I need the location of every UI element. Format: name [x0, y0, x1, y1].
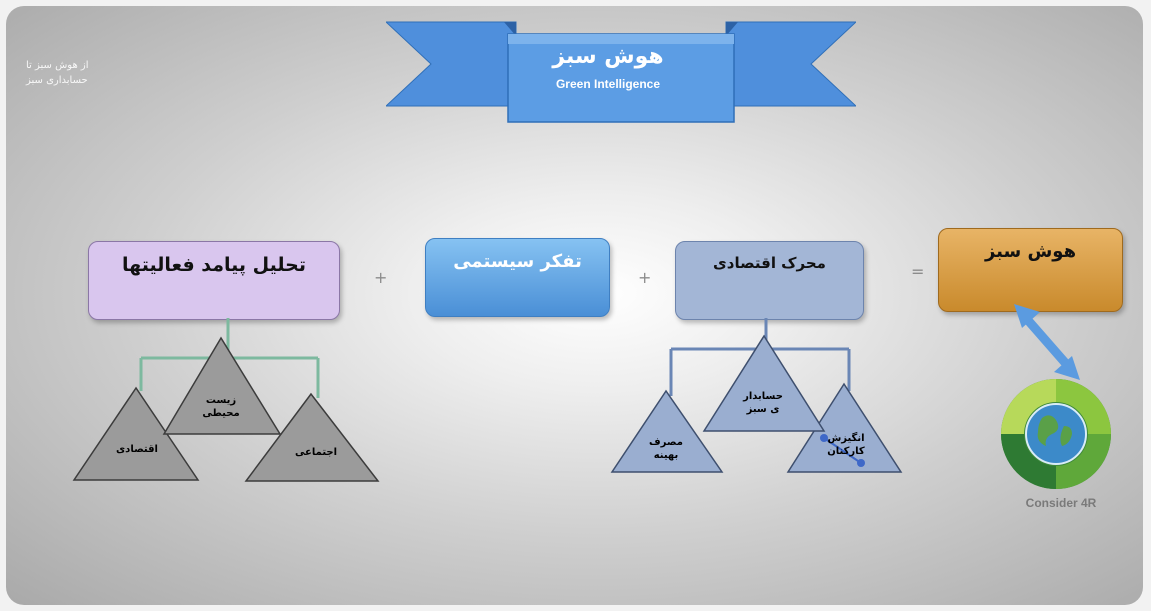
green-intelligence-label: هوش سبز	[984, 241, 1077, 262]
banner-left-tail	[386, 21, 517, 107]
triangle-social-label: اجتماعی	[281, 446, 351, 459]
triangle-environmental-label: زیست محیطی	[186, 394, 256, 420]
cycle-caption: Consider 4R	[1025, 496, 1097, 510]
economic-driver-label: محرک اقتصادی	[713, 254, 826, 272]
systems-thinking-label: تفکر سیستمی	[453, 251, 582, 272]
selection-handles	[820, 434, 865, 467]
triangle-optimal-consumption	[610, 389, 724, 473]
title-banner	[386, 21, 856, 123]
social-text: اجتماعی	[294, 447, 338, 458]
slide: از هوش سبز تا حسابداری سبز هوش سبز Green…	[6, 6, 1143, 605]
systems-thinking-box: تفکر سیستمی	[425, 238, 610, 317]
impact-analysis-box: تحلیل پیامد فعالیتها	[88, 241, 340, 320]
impact-analysis-label: تحلیل پیامد فعالیتها	[122, 254, 306, 276]
plus-operator-2: +	[638, 268, 652, 287]
banner-subtitle: Green Intelligence	[555, 77, 661, 91]
motivation-text-1: انگیزش	[827, 433, 865, 444]
triangle-optimal-consumption-label: مصرف بهینه	[636, 436, 696, 462]
accounting-text-1: حسابدار	[743, 391, 783, 402]
environmental-text-1: زیست	[205, 395, 237, 406]
triangle-social	[244, 392, 380, 482]
triangle-environmental	[162, 336, 282, 435]
recycle-cycle-icon	[1001, 379, 1111, 489]
triangle-green-accounting-label: حسابدار ی سبز	[731, 390, 795, 416]
plus-operator-1: +	[374, 268, 388, 287]
economic-driver-box: محرک اقتصادی	[675, 241, 864, 320]
double-arrow-icon	[1014, 304, 1080, 380]
banner-right-tail	[725, 21, 856, 107]
environmental-text-2: محیطی	[202, 408, 240, 419]
economic-text: اقتصادی	[116, 444, 158, 455]
consumption-text-2: بهینه	[653, 450, 679, 461]
accounting-text-2: ی سبز	[746, 404, 780, 415]
consumption-text-1: مصرف	[649, 437, 683, 448]
corner-note: از هوش سبز تا حسابداری سبز	[26, 58, 156, 88]
corner-note-line-2: حسابداری سبز	[26, 75, 88, 86]
corner-note-line-1: از هوش سبز تا	[26, 60, 89, 71]
triangle-green-accounting	[702, 334, 826, 432]
equals-operator: =	[911, 262, 925, 281]
banner-title: هوش سبز	[552, 44, 664, 69]
diagram-shapes	[72, 304, 1111, 489]
right-triangles	[610, 334, 903, 473]
left-triangles	[72, 336, 380, 482]
banner-text: هوش سبز Green Intelligence	[508, 34, 708, 122]
triangle-economic-label: اقتصادی	[102, 443, 172, 456]
triangle-employee-motivation-label: انگیزش کارکنان	[816, 432, 876, 458]
motivation-text-2: کارکنان	[827, 446, 865, 457]
